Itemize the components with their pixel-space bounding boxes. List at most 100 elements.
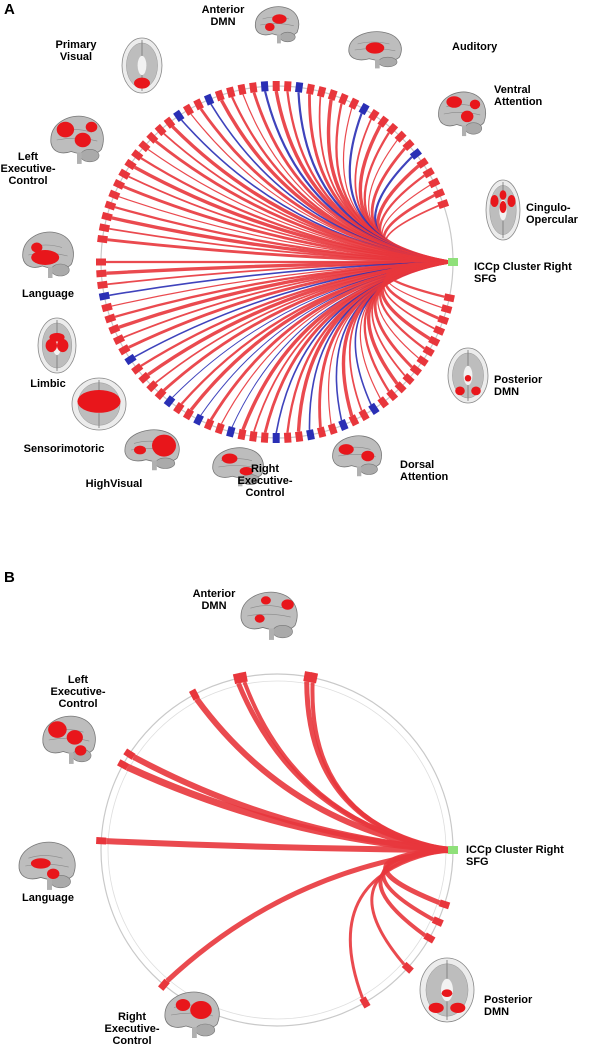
panel-a-node <box>348 414 360 427</box>
panel-a-node <box>154 123 167 137</box>
panel-a-node <box>101 302 113 313</box>
panel-a-left-executive-control-icon <box>50 115 104 164</box>
panel-a-node <box>443 293 455 303</box>
panel-a-node <box>182 408 195 421</box>
panel-a-node <box>409 148 422 160</box>
panel-a-node <box>402 373 415 385</box>
panel-a-node <box>108 324 121 335</box>
panel-a-node <box>260 432 269 443</box>
panel-b-node <box>117 759 130 771</box>
panel-a-node <box>416 355 429 367</box>
panel-a-node <box>193 413 204 426</box>
panel-a-node <box>226 86 236 98</box>
panel-a-node <box>108 189 121 200</box>
panel-a-node <box>124 353 137 366</box>
panel-a-node <box>146 380 159 393</box>
panel-a-node <box>295 431 304 442</box>
panel-a-letter: A <box>4 1 15 18</box>
panel-b-language-label: Language <box>22 892 74 904</box>
panel-a-node <box>422 345 435 357</box>
panel-b-link <box>106 838 450 853</box>
panel-a-node <box>131 149 144 161</box>
panel-a-node <box>96 269 107 278</box>
panel-b-node <box>96 837 107 845</box>
panel-a-node <box>368 108 380 122</box>
panel-a-node <box>249 82 258 94</box>
panel-a-node <box>101 211 113 222</box>
panel-a-node <box>104 200 117 211</box>
panel-a-node <box>112 179 126 190</box>
panel-a-node <box>327 89 338 101</box>
panel-a-node <box>283 432 292 443</box>
panel-a-language-label: Language <box>22 288 74 300</box>
panel-b-node <box>123 748 136 760</box>
panel-a-node <box>193 98 204 111</box>
panel-b-link <box>236 682 450 853</box>
panel-a-node <box>338 419 349 431</box>
panel-b-node <box>158 978 170 991</box>
panel-a-sensorimotoric-icon <box>71 377 127 431</box>
panel-a-node <box>306 83 315 95</box>
panel-a-links <box>106 90 450 434</box>
panel-a-node <box>138 140 151 153</box>
panel-a-node <box>368 402 380 416</box>
panel-b-right-executive-control-icon <box>164 991 220 1038</box>
panel-b-node <box>423 932 436 944</box>
panel-a-node <box>386 389 399 402</box>
panel-a-node <box>394 130 407 143</box>
panel-a-node <box>112 334 126 345</box>
panel-b-link <box>165 847 450 983</box>
panel-a-high-visual-label: HighVisual <box>86 478 143 490</box>
panel-a-node <box>440 304 453 314</box>
panel-a-node <box>226 426 236 438</box>
panel-a-node <box>416 157 429 169</box>
panel-a-auditory-icon <box>348 31 402 69</box>
panel-b-nodes <box>96 671 458 1009</box>
panel-a-limbic-label: Limbic <box>30 378 65 390</box>
panel-a-node <box>402 139 415 151</box>
panel-a-node <box>118 168 131 180</box>
panel-a-node <box>428 177 441 189</box>
panel-a-node <box>203 418 215 431</box>
panel-a-node <box>394 381 407 394</box>
panel-a-node <box>358 408 370 422</box>
panel-a-node <box>203 93 215 106</box>
panel-a-node <box>272 80 280 92</box>
panel-a-node <box>118 344 131 356</box>
panel-b-language-icon <box>18 841 76 890</box>
panel-a-node <box>377 396 390 409</box>
panel-a-cingulo-opercular-icon <box>485 179 521 241</box>
panel-a-node <box>428 335 441 347</box>
panel-a-sensorimotoric-label: Sensorimotoric <box>24 443 105 455</box>
panel-b-node <box>239 671 248 683</box>
panel-a-node <box>433 325 446 336</box>
panel-a-node <box>260 81 269 92</box>
panel-a-node <box>377 115 390 128</box>
panel-a-node <box>358 102 370 116</box>
panel-a-link <box>386 260 450 298</box>
panel-a-node <box>163 116 176 129</box>
panel-b-node <box>188 688 200 701</box>
panel-b-letter: B <box>4 569 15 586</box>
panel-a-node <box>295 82 304 93</box>
panel-b-node <box>309 672 319 684</box>
panel-a-node <box>409 364 422 376</box>
panel-a-cingulo-opercular-label: Cingulo-Opercular <box>526 202 579 226</box>
panel-a-node <box>316 426 327 438</box>
panel-a-node <box>272 432 280 444</box>
panel-a-node <box>422 167 435 179</box>
panel-a-node <box>386 122 399 135</box>
panel-b-node <box>401 961 414 974</box>
panel-a-node <box>283 81 292 92</box>
panel-b-node <box>359 996 371 1009</box>
